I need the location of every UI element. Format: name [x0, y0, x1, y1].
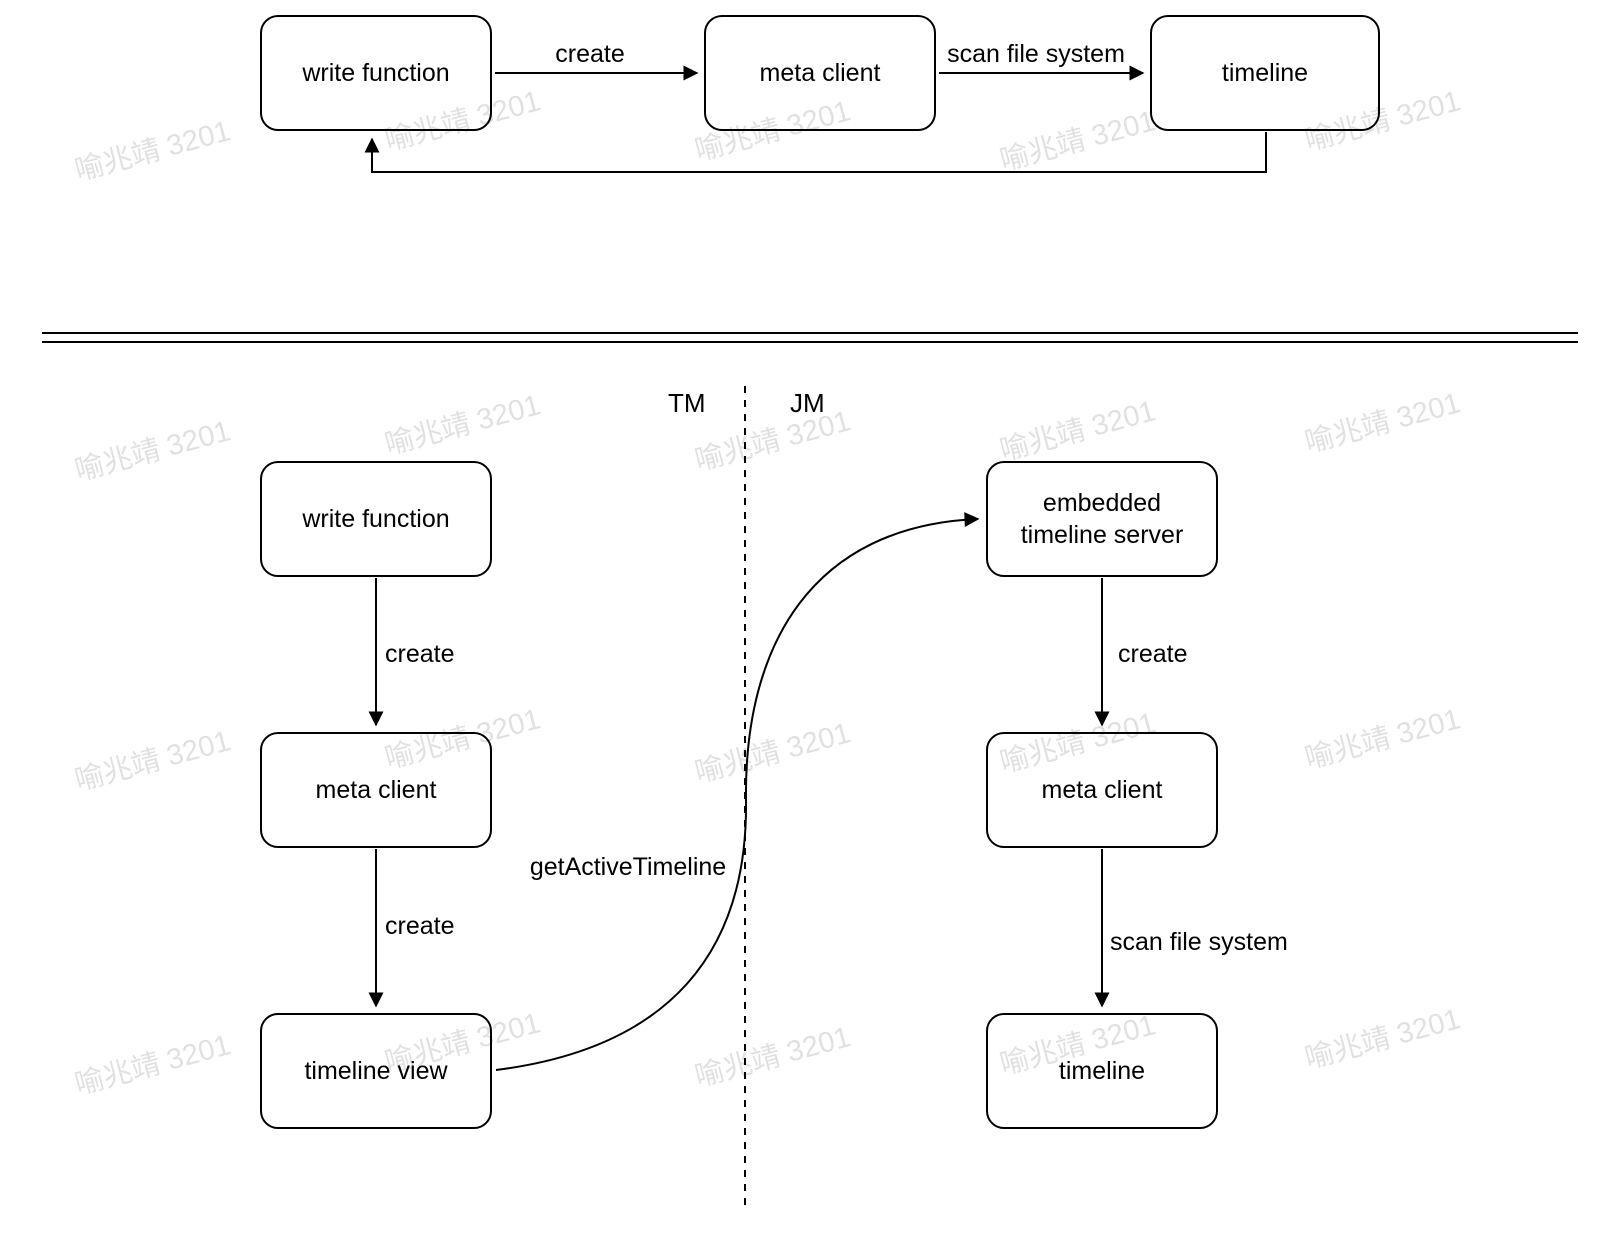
node-label: timeline [1221, 58, 1309, 87]
edge-label-jm-scan-file-system: scan file system [1110, 928, 1288, 956]
node-label: meta client [315, 775, 437, 804]
edge-get-active-timeline-curve [495, 512, 980, 1071]
node-jm-timeline: timeline [986, 1013, 1218, 1129]
node-top-meta-client: meta client [704, 15, 936, 131]
node-jm-embedded-timeline-server: embedded timeline server [986, 461, 1218, 577]
edge-label-tm-create-2: create [385, 912, 455, 940]
edge-label-get-active-timeline: getActiveTimeline [529, 853, 727, 881]
node-label: timeline view [304, 1056, 448, 1085]
node-label: meta client [1041, 775, 1163, 804]
lane-label-tm: TM [668, 388, 706, 418]
node-label: timeline [1058, 1056, 1146, 1085]
node-jm-meta-client: meta client [986, 732, 1218, 848]
lane-label-jm: JM [790, 388, 825, 418]
node-top-write-function: write function [260, 15, 492, 131]
node-label: embedded timeline server [1020, 488, 1184, 550]
edge-label-top-scan-file-system: scan file system [947, 40, 1125, 68]
edge-top-feedback-arrow [364, 132, 1267, 173]
node-label: write function [302, 504, 450, 533]
node-top-timeline: timeline [1150, 15, 1380, 131]
node-tm-write-function: write function [260, 461, 492, 577]
edge-label-tm-create-1: create [385, 640, 455, 668]
node-label: write function [302, 58, 450, 87]
node-tm-timeline-view: timeline view [260, 1013, 492, 1129]
edge-label-top-create: create [555, 40, 625, 68]
node-tm-meta-client: meta client [260, 732, 492, 848]
edge-label-jm-create: create [1118, 640, 1188, 668]
node-label: meta client [759, 58, 881, 87]
